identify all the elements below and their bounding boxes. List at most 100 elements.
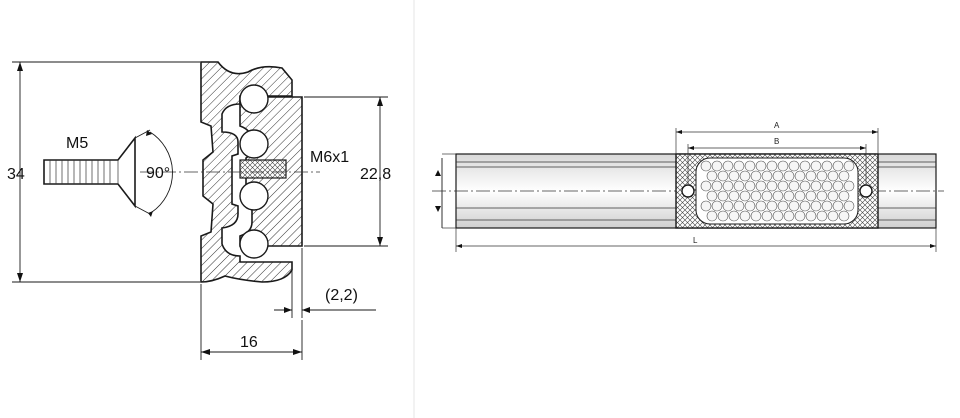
slider-height-dimension [304,96,388,247]
cage-ball [832,160,844,172]
cage-ball [843,160,855,172]
cage-ball [717,190,729,202]
cage-ball [722,200,734,212]
cage-ball [700,180,712,192]
cage-ball [744,180,756,192]
cage-ball [755,160,767,172]
cage-balls [700,160,855,222]
cage-ball [827,190,839,202]
cage-ball [843,180,855,192]
cage-ball [739,170,751,182]
cage-ball [810,180,822,192]
rail-ball-bottom [239,229,269,259]
cage-ball [750,190,762,202]
cage-ball [788,200,800,212]
rail-ball-lower [239,181,269,211]
cage-ball [805,170,817,182]
cage-ball [711,180,723,192]
cage-ball [728,170,740,182]
cage-ball [706,210,718,222]
screw-thread-label: M5 [66,135,88,152]
cage-ball [744,160,756,172]
length-b-label: B [774,137,779,146]
cage-ball [788,160,800,172]
cage-ball [799,200,811,212]
cage-ball [766,180,778,192]
cage-ball [766,160,778,172]
cage-ball [799,160,811,172]
cage-ball [744,200,756,212]
cage-ball [733,200,745,212]
cage-ball [810,160,822,172]
cage-ball [832,180,844,192]
cage-ball [733,180,745,192]
gap-dimension [274,248,376,318]
end-screw-left [681,184,695,198]
cage-ball [816,210,828,222]
cage-ball [843,200,855,212]
cage-ball [717,170,729,182]
cage-ball [783,170,795,182]
cage-ball [761,170,773,182]
cage-ball [772,170,784,182]
length-l-label: L [693,236,698,245]
cage-ball [805,190,817,202]
rail-ball-top [239,84,269,114]
cage-ball [711,200,723,212]
cage-ball [816,190,828,202]
cage-ball [772,210,784,222]
cage-ball [766,200,778,212]
cage-ball [805,210,817,222]
dimension-a [675,128,879,154]
cage-ball [733,160,745,172]
cage-ball [739,190,751,202]
cage-ball [794,170,806,182]
slider-height-label: 22,8 [360,166,391,183]
countersunk-screw [43,129,173,217]
length-a-label: A [774,121,780,130]
cage-ball [739,210,751,222]
cage-ball [816,170,828,182]
cage-ball [821,160,833,172]
cage-ball [810,200,822,212]
cage-ball [722,180,734,192]
cross-section-view: M5 90° 34 22,8 M6x1 [7,61,391,360]
cage-ball [827,210,839,222]
cage-ball [821,180,833,192]
cage-ball [794,210,806,222]
cage-ball [728,190,740,202]
cage-ball [761,190,773,202]
cage-ball [777,180,789,192]
cage-ball [821,200,833,212]
dimension-l [455,228,937,252]
cage-ball [755,200,767,212]
cage-ball [799,180,811,192]
cage-ball [838,190,850,202]
cage-ball [783,210,795,222]
thread-insert [239,159,287,179]
cage-ball [717,210,729,222]
cage-ball [711,160,723,172]
cage-ball [772,190,784,202]
cage-ball [777,200,789,212]
cage-ball [755,180,767,192]
cage-ball [728,210,740,222]
width-dimension [200,284,303,360]
end-screw-right [859,184,873,198]
cage-ball [700,160,712,172]
angle-label: 90° [146,165,170,182]
cage-ball [832,200,844,212]
cage-ball [838,210,850,222]
cage-ball [750,210,762,222]
cage-ball [722,160,734,172]
cage-ball [827,170,839,182]
width-label: 16 [240,334,258,351]
cage-ball [838,170,850,182]
slider-thread-label: M6x1 [310,149,349,166]
cage-ball [700,200,712,212]
cage-ball [761,210,773,222]
longitudinal-view: A B L [432,121,944,252]
cage-ball [783,190,795,202]
rail-profile [200,61,293,283]
cage-ball [794,190,806,202]
